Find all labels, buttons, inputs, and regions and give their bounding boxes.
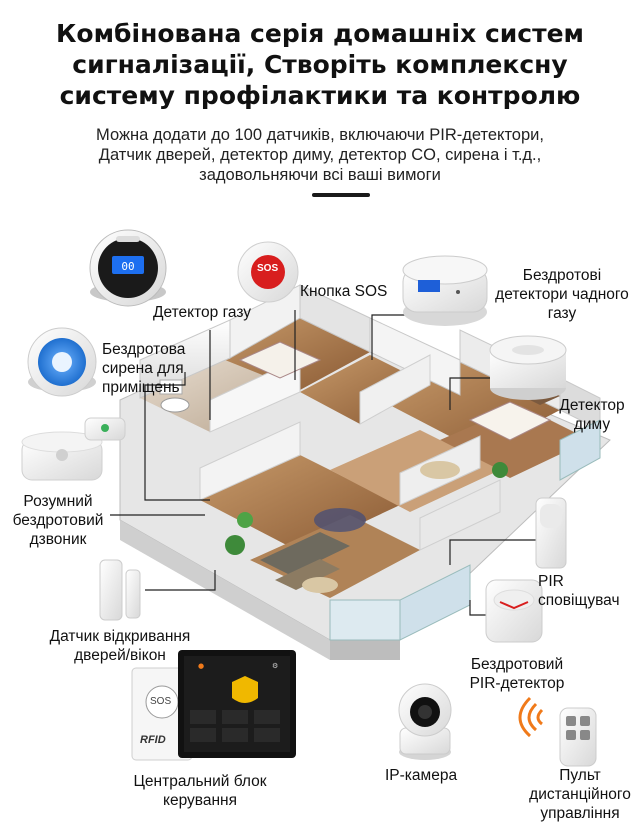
label-doorbell: Розумний бездротовий дзвоник (4, 492, 112, 549)
title-line-3: систему профілактики та контролю (59, 81, 581, 110)
label-smoke-detector: Детектор диму (552, 396, 632, 434)
control-panel-device: ● ⚙ (131, 650, 296, 761)
page-subtitle: Можна додати до 100 датчиків, включаючи … (40, 125, 600, 185)
label-smoke-line-2: диму (573, 416, 611, 433)
label-co-line-2: детектори чадного (495, 286, 629, 303)
label-co-line-1: Бездротові (522, 267, 602, 284)
label-door-sensor: Датчик відкривання дверей/вікон (40, 627, 200, 665)
smoke-detector-device (489, 335, 567, 400)
title-line-1: Комбінована серія домашніх систем (56, 19, 584, 48)
label-siren-line-1: Бездротова (102, 341, 186, 358)
door-sensor-device (99, 559, 141, 621)
label-smoke-line-1: Детектор (559, 397, 625, 414)
label-pir-alarm: PIR сповіщувач (538, 572, 620, 610)
svg-text:⚙: ⚙ (272, 662, 278, 670)
pir-alarm-device (535, 497, 567, 569)
label-doorbell-line-3: дзвоник (29, 531, 87, 548)
wireless-pir-device (485, 579, 543, 643)
label-control-panel: Центральний блок керування (120, 772, 280, 810)
remote-control-device (518, 696, 597, 767)
leader-lines (110, 310, 540, 616)
panel-rfid-text: RFID (140, 734, 166, 746)
label-panel-line-2: керування (163, 792, 237, 809)
indoor-siren-device (27, 327, 97, 397)
svg-text:00: 00 (121, 260, 134, 273)
label-panel-line-1: Центральний блок (133, 773, 267, 790)
sos-button-device (237, 241, 299, 303)
label-wpir-line-2: PIR-детектор (469, 675, 565, 692)
gas-detector-device: 00 (89, 229, 167, 307)
sos-button-text: SOS (257, 263, 279, 274)
label-doorbell-line-1: Розумний (23, 493, 93, 510)
svg-text:●: ● (198, 662, 204, 670)
label-wpir-line-1: Бездротовий (470, 656, 564, 673)
label-pir-line-2: сповіщувач (538, 592, 620, 609)
label-indoor-siren: Бездротова сирена для приміщень (102, 340, 185, 397)
title-divider (312, 193, 370, 197)
title-line-2: сигналізації, Створіть комплексну (72, 50, 568, 79)
apartment-model (119, 284, 611, 660)
panel-sos-text: SOS (150, 696, 172, 707)
label-remote-line-1: Пульт (559, 767, 601, 784)
label-ip-camera: IP-камера (385, 767, 458, 784)
label-sos-button: Кнопка SOS (300, 283, 388, 300)
page-title: Комбінована серія домашніх систем сигнал… (20, 18, 620, 111)
subtitle-line-3: задовольняючи всі ваші вимоги (199, 166, 441, 184)
subtitle-line-2: Датчик дверей, детектор диму, детектор C… (98, 146, 542, 164)
label-doorbell-line-2: бездротовий (12, 512, 104, 529)
label-remote-control: Пульт дистанційного управління (520, 766, 640, 822)
label-remote-line-2: дистанційного (529, 786, 631, 803)
subtitle-line-1: Можна додати до 100 датчиків, включаючи … (96, 126, 544, 144)
label-co-line-3: газу (547, 305, 577, 322)
label-gas-detector: Детектор газу (153, 304, 252, 321)
label-siren-line-2: сирена для (102, 360, 184, 377)
label-door-line-2: дверей/вікон (74, 647, 166, 664)
label-door-line-1: Датчик відкривання (49, 628, 191, 645)
label-co-detector: Бездротові детектори чадного газу (484, 266, 640, 323)
doorbell-device (21, 417, 126, 481)
label-pir-line-1: PIR (538, 573, 564, 590)
ip-camera-device (398, 683, 452, 760)
label-remote-line-3: управління (540, 805, 620, 822)
co-detector-device (402, 255, 488, 326)
label-wireless-pir: Бездротовий PIR-детектор (462, 655, 572, 693)
label-siren-line-3: приміщень (102, 379, 180, 396)
